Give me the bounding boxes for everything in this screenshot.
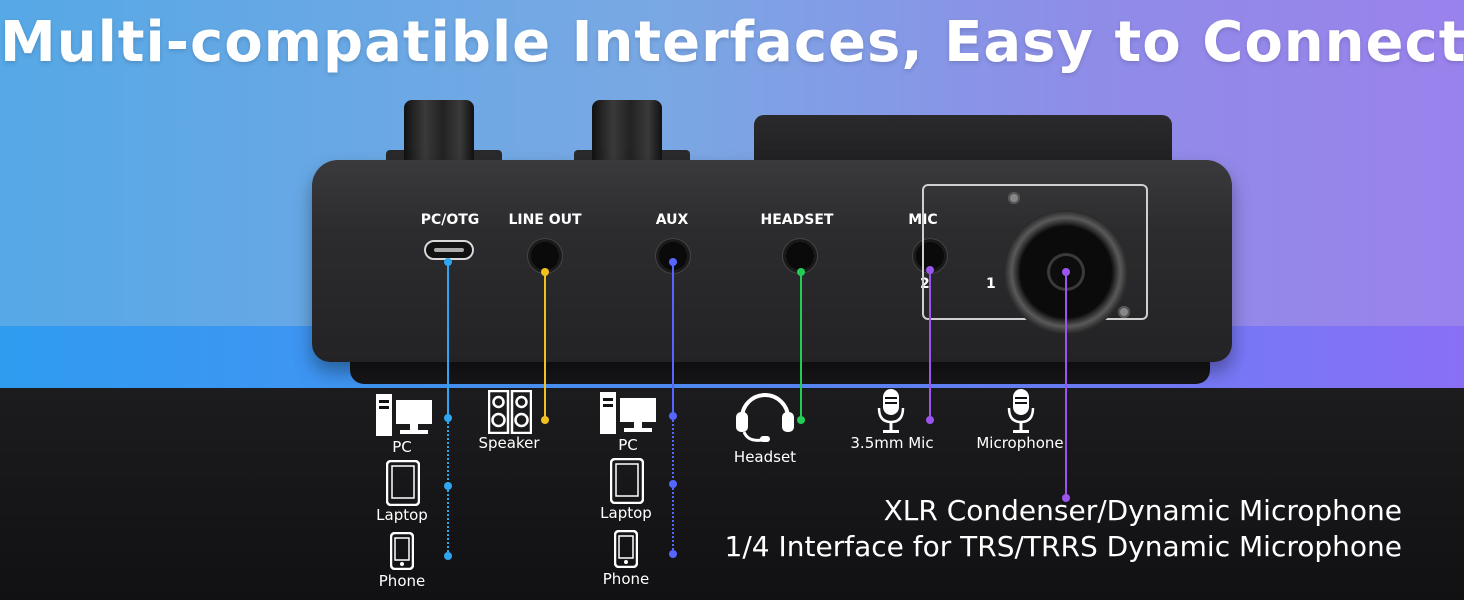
mic-dot-bottom bbox=[926, 416, 934, 424]
pc-icon bbox=[376, 394, 432, 436]
screw-bottom bbox=[1118, 306, 1130, 318]
xlr-line bbox=[1065, 272, 1067, 496]
device-label-pc-1: PC bbox=[392, 438, 412, 456]
screw-top bbox=[1008, 192, 1020, 204]
port-label-line-out: LINE OUT bbox=[508, 212, 582, 228]
pc-otg-dot-phone bbox=[444, 552, 452, 560]
port-label-aux: AUX bbox=[655, 212, 689, 228]
device-label-pc-2: PC bbox=[618, 436, 638, 454]
knob-right[interactable] bbox=[592, 100, 662, 164]
mic-number-2: 2 bbox=[920, 276, 930, 292]
device-label-3-5mm-mic: 3.5mm Mic bbox=[850, 434, 934, 452]
mic-line bbox=[929, 270, 931, 420]
pc-otg-dot-laptop bbox=[444, 482, 452, 490]
aux-dot-laptop bbox=[669, 480, 677, 488]
device-label-phone-2: Phone bbox=[602, 570, 650, 588]
headset-jack[interactable] bbox=[786, 242, 814, 270]
phone-icon bbox=[390, 532, 414, 570]
aux-line bbox=[672, 262, 674, 416]
floor-surface bbox=[0, 388, 1464, 600]
pc-icon bbox=[600, 392, 656, 434]
phone-icon bbox=[614, 530, 638, 568]
line-out-line bbox=[544, 272, 546, 420]
port-label-pc-otg: PC/OTG bbox=[420, 212, 480, 228]
speaker-icon bbox=[488, 390, 532, 434]
port-label-headset: HEADSET bbox=[760, 212, 834, 228]
device-label-speaker: Speaker bbox=[478, 434, 540, 452]
xlr-number-1: 1 bbox=[986, 276, 996, 292]
headset-dot-bottom bbox=[797, 416, 805, 424]
headset-icon bbox=[736, 393, 794, 442]
device-label-laptop-2: Laptop bbox=[600, 504, 652, 522]
microphone-icon bbox=[1007, 389, 1035, 433]
caption-xlr: XLR Condenser/Dynamic Microphone bbox=[883, 494, 1402, 527]
laptop-icon bbox=[610, 458, 644, 504]
usb-c-tongue bbox=[434, 248, 464, 252]
pc-otg-line bbox=[447, 262, 449, 418]
line-out-jack[interactable] bbox=[531, 242, 559, 270]
caption-quarter-inch: 1/4 Interface for TRS/TRRS Dynamic Micro… bbox=[724, 530, 1402, 563]
microphone-icon bbox=[877, 389, 905, 433]
mic-jack[interactable] bbox=[916, 242, 944, 270]
device-label-phone-1: Phone bbox=[378, 572, 426, 590]
line-out-dot-speaker bbox=[541, 416, 549, 424]
xlr-dot-bottom bbox=[1062, 494, 1070, 502]
device-label-microphone: Microphone bbox=[976, 434, 1064, 452]
headset-line bbox=[800, 272, 802, 420]
aux-dot-phone bbox=[669, 550, 677, 558]
laptop-icon bbox=[386, 460, 420, 506]
page-title: Multi-compatible Interfaces, Easy to Con… bbox=[0, 10, 1464, 75]
knob-left[interactable] bbox=[404, 100, 474, 164]
usb-c-port[interactable] bbox=[424, 240, 474, 260]
device-label-laptop-1: Laptop bbox=[376, 506, 428, 524]
device-label-headset: Headset bbox=[733, 448, 797, 466]
